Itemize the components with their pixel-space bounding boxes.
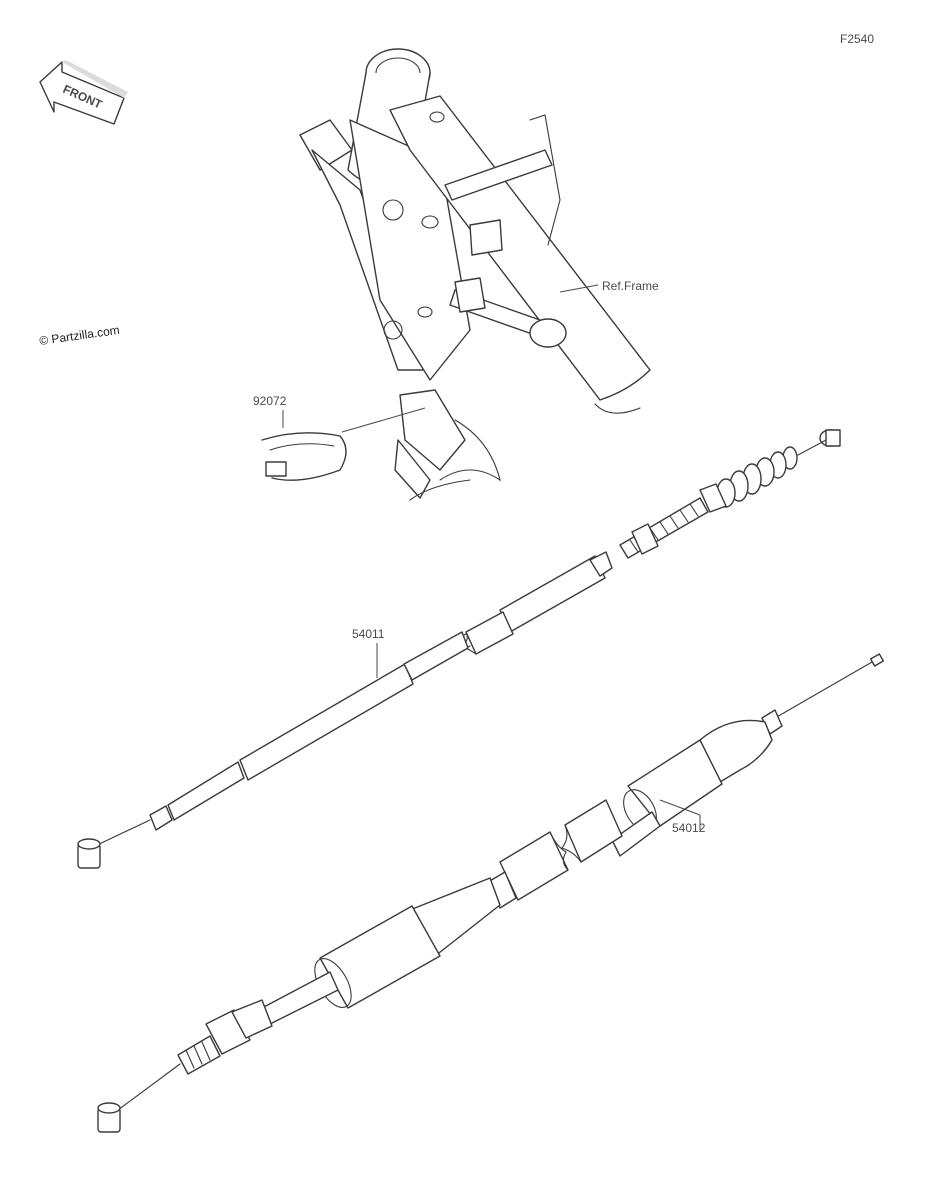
front-arrow-icon: FRONT (39, 60, 128, 125)
figure-code: F2540 (840, 32, 874, 46)
part-number-54011: 54011 (352, 627, 385, 641)
leader-92072-b (341, 407, 426, 433)
frame-drawing (299, 48, 651, 501)
leader-54012-b (659, 799, 701, 816)
watermark: © Partzilla.com (38, 323, 120, 348)
part-number-54012: 54012 (672, 821, 706, 835)
frame-leader (559, 284, 599, 293)
frame-reference-label: Ref.Frame (602, 279, 659, 293)
cable-54011 (77, 429, 841, 869)
cable-band-92072 (261, 432, 347, 481)
part-number-92072: 92072 (253, 394, 287, 408)
cable-54012 (97, 653, 885, 1133)
